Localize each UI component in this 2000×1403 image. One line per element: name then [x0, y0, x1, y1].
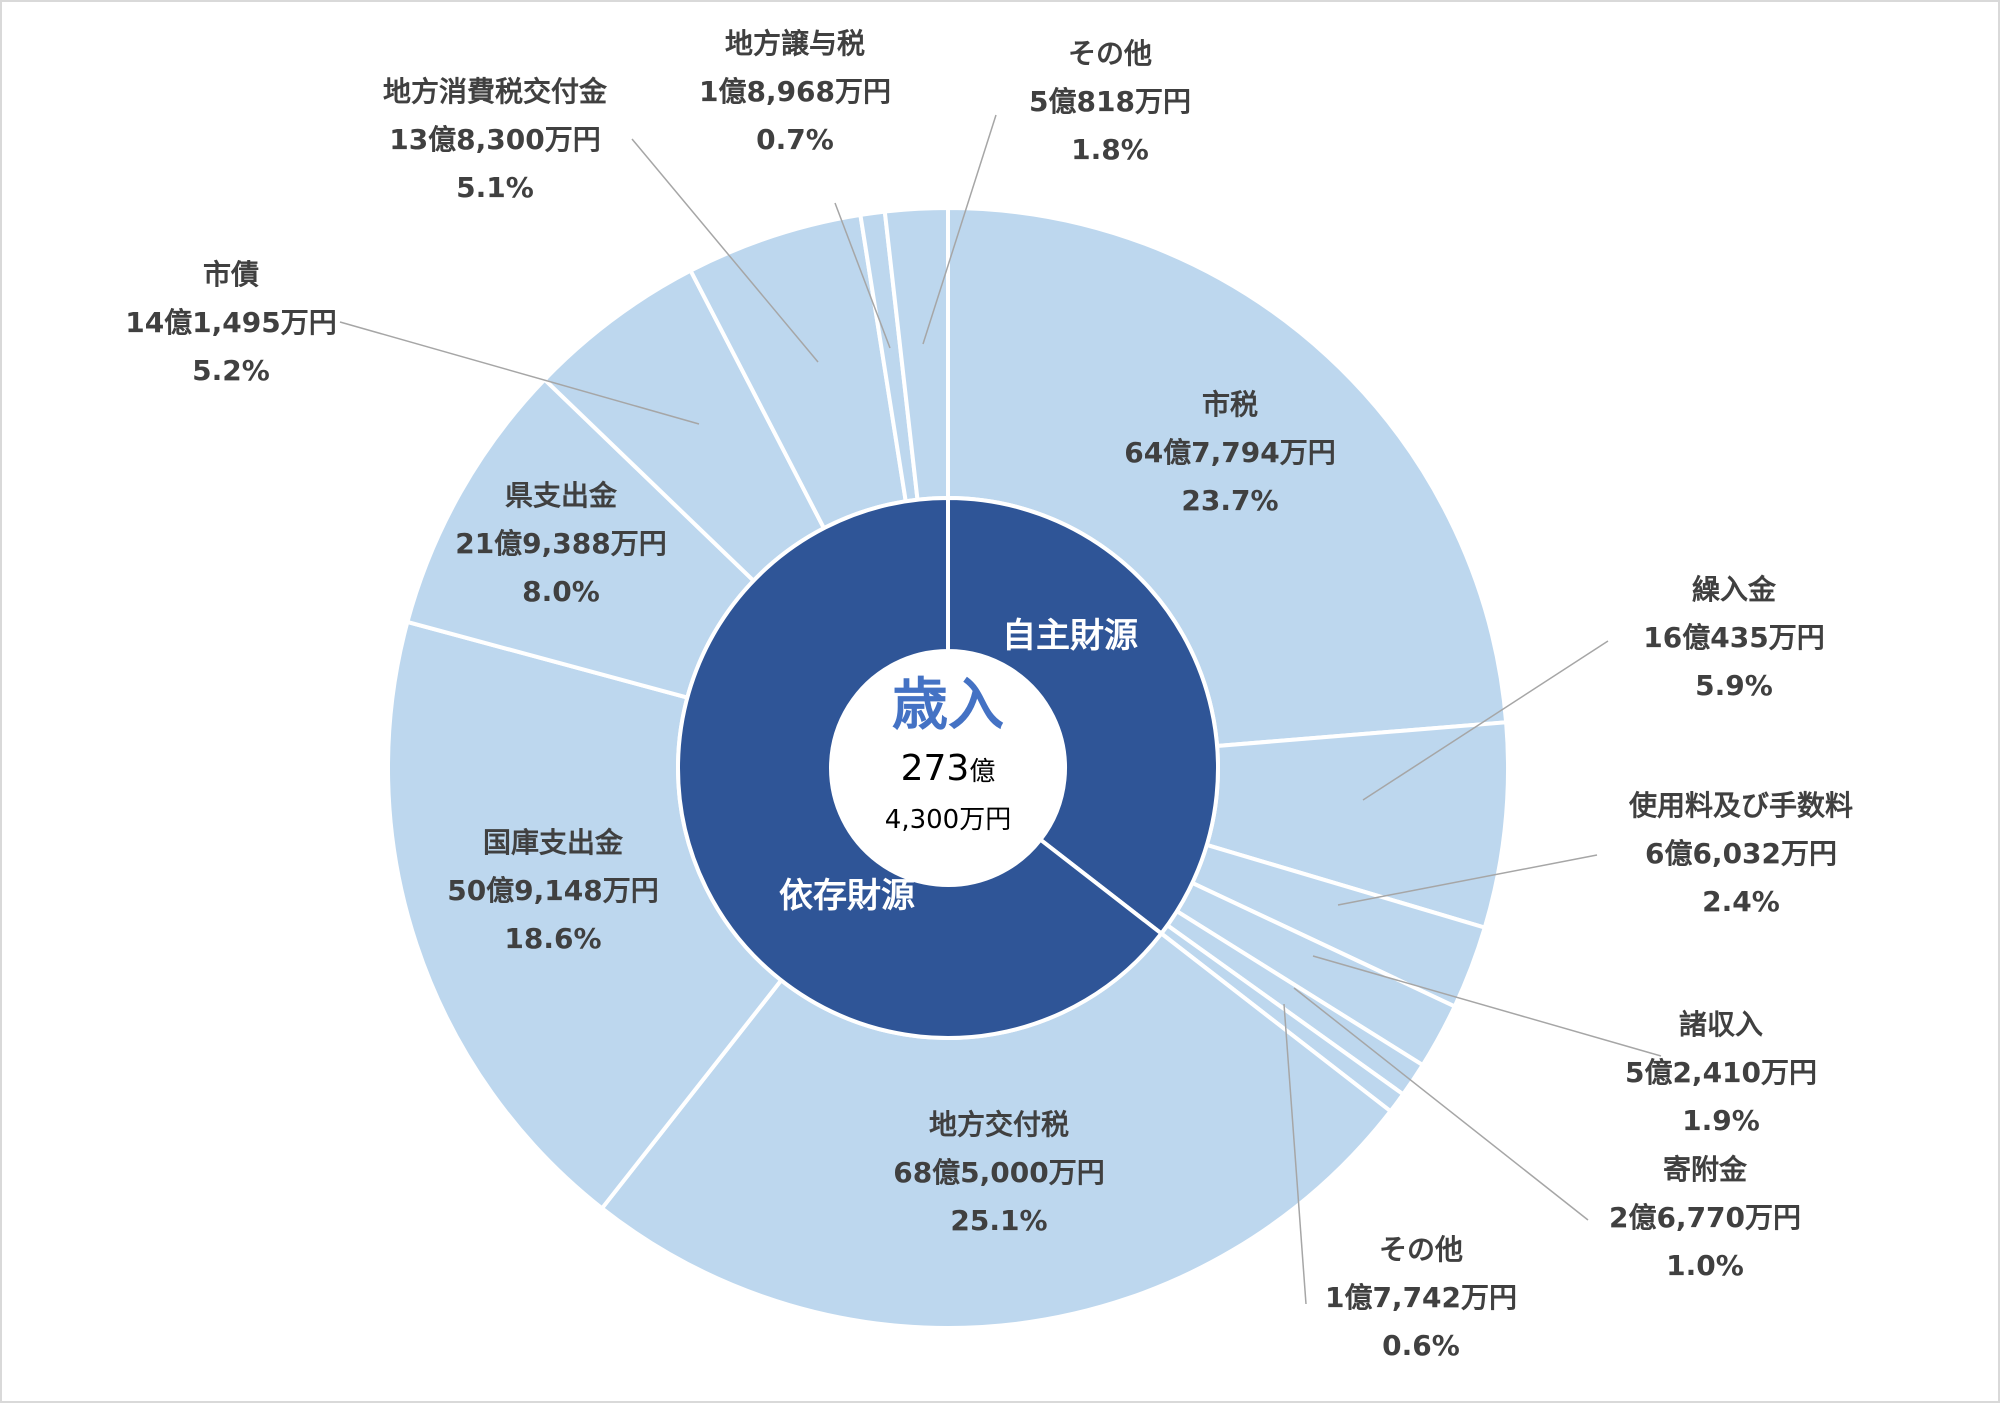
center-title: 歳入 — [892, 673, 1004, 738]
slice-label-name: 国庫支出金 — [483, 826, 624, 859]
slice-label-amount: 6億6,032万円 — [1645, 837, 1837, 870]
slice-label-percent: 25.1% — [950, 1204, 1047, 1237]
leader-lines — [339, 114, 1662, 1305]
slice-label-percent: 1.0% — [1666, 1249, 1744, 1282]
center-hole — [831, 651, 1065, 885]
slice-label-name: 繰入金 — [1692, 573, 1777, 606]
slice-label-name: 地方消費税交付金 — [383, 75, 608, 108]
slice-label-name: 市債 — [203, 258, 259, 291]
center-amount-unit: 億 — [969, 757, 995, 787]
slice-label-percent: 2.4% — [1702, 885, 1780, 918]
slice-label-percent: 8.0% — [522, 575, 600, 608]
slice-label-amount: 2億6,770万円 — [1609, 1201, 1801, 1234]
slice-label-amount: 5億818万円 — [1029, 85, 1191, 118]
center-amount: 273億 — [901, 748, 996, 789]
slice-label-name: 地方譲与税 — [725, 27, 865, 60]
slice-label-percent: 1.8% — [1071, 133, 1149, 166]
slice-label-percent: 1.9% — [1682, 1104, 1760, 1137]
slice-label-percent: 5.1% — [456, 171, 534, 204]
inner-ring-label: 自主財源 — [1002, 616, 1138, 656]
slice-label-name: 地方交付税 — [929, 1108, 1069, 1141]
center-amount-number: 273 — [901, 748, 970, 789]
slice-label-amount: 1億8,968万円 — [699, 75, 891, 108]
slice-label-name: 県支出金 — [505, 479, 618, 512]
slice-label-name: 市税 — [1202, 388, 1258, 421]
slice-label-name: 寄附金 — [1663, 1153, 1748, 1186]
slice-label-amount: 21億9,388万円 — [455, 527, 667, 560]
slice-label-percent: 0.6% — [1382, 1329, 1460, 1362]
slice-label-name: 諸収入 — [1679, 1008, 1763, 1041]
slice-labels: 市税 64億7,794万円 23.7% 繰入金 16億435万円 5.9% 使用料及び手数料… — [125, 27, 1853, 1362]
slice-label-amount: 50億9,148万円 — [447, 874, 659, 907]
slice-label-name: その他 — [1068, 37, 1152, 70]
leader-line — [631, 138, 819, 363]
slice-label-name: その他 — [1379, 1233, 1463, 1266]
slice-label-amount: 13億8,300万円 — [389, 123, 601, 156]
slice-label-percent: 18.6% — [504, 922, 601, 955]
center-text: 歳入 273億 4,300万円 — [885, 673, 1011, 835]
slice-label-amount: 64億7,794万円 — [1124, 436, 1336, 469]
slice-label-amount: 16億435万円 — [1643, 621, 1824, 654]
slice-label-percent: 0.7% — [756, 123, 834, 156]
leader-line — [922, 114, 997, 345]
leader-line — [1283, 1003, 1307, 1305]
slice-label-percent: 23.7% — [1181, 484, 1278, 517]
slice-label-percent: 5.9% — [1695, 669, 1773, 702]
leader-line — [1362, 640, 1609, 801]
leader-line — [1312, 955, 1662, 1057]
inner-ring-label: 依存財源 — [779, 876, 915, 916]
slice-label-amount: 1億7,742万円 — [1325, 1281, 1517, 1314]
slice-label-percent: 5.2% — [192, 354, 270, 387]
slice-label-amount: 5億2,410万円 — [1625, 1056, 1817, 1089]
leader-line — [339, 321, 700, 425]
leader-line — [1337, 854, 1598, 906]
leader-line — [834, 202, 891, 349]
leader-line — [1293, 987, 1589, 1221]
slice-label-name: 使用料及び手数料 — [1628, 789, 1853, 822]
outer-ring — [386, 205, 1510, 1331]
center-amount-sub: 4,300万円 — [885, 805, 1011, 835]
slice-label-amount: 68億5,000万円 — [893, 1156, 1105, 1189]
slice-label-amount: 14億1,495万円 — [125, 306, 337, 339]
